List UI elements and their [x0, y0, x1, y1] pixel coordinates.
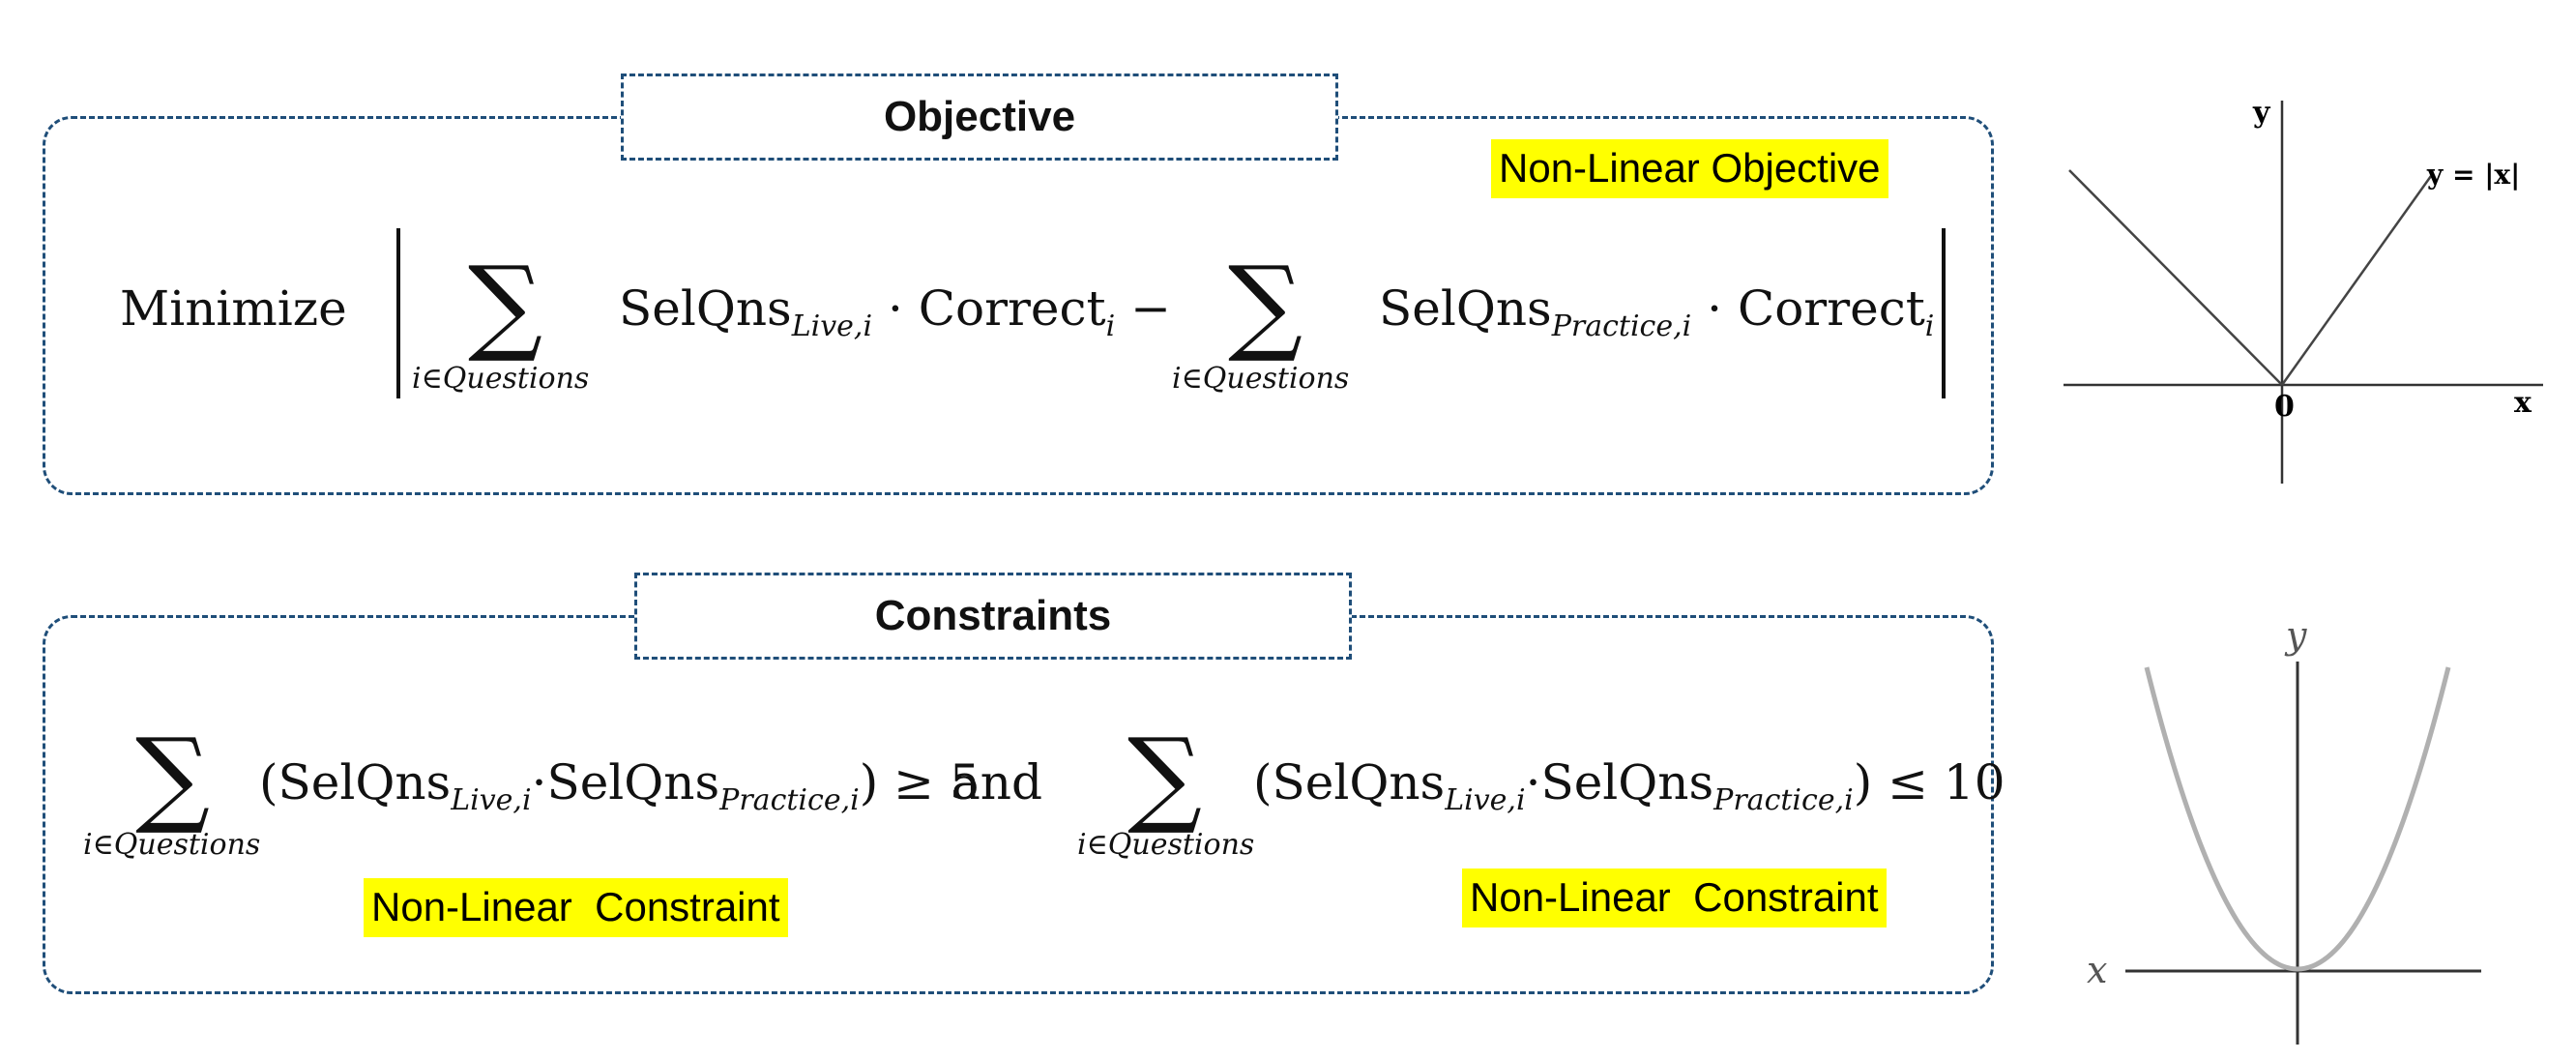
- term2-var: SelQns: [1379, 280, 1552, 337]
- right-open: (SelQns: [1253, 754, 1446, 810]
- term2: SelQnsPractice,i · Correcti: [1379, 280, 1934, 343]
- non-linear-objective-tag: Non-Linear Objective: [1491, 139, 1888, 198]
- sum-index-2: i∈Questions: [1172, 362, 1350, 396]
- and-word: and: [951, 754, 1043, 810]
- term2-factor: · Correct: [1707, 280, 1925, 337]
- term2-factor-sub: i: [1924, 309, 1935, 343]
- abs-bar-right: [1942, 228, 1946, 398]
- left-sub2: Practice,i: [719, 783, 860, 817]
- sum-symbol: ∑: [468, 245, 543, 366]
- term1: SelQnsLive,i · Correcti −: [619, 280, 1171, 343]
- constraint-left-expr: (SelQnsLive,i·SelQnsPractice,i) ≥ 5: [259, 754, 981, 817]
- sum-symbol-2: ∑: [1228, 245, 1303, 366]
- constraint-sum-index-right: i∈Questions: [1077, 828, 1255, 862]
- abs-bar-left: [396, 228, 400, 398]
- abs-curve-label: y = |x|: [2426, 159, 2520, 191]
- minus-sign: −: [1130, 280, 1172, 337]
- non-linear-constraint-tag-left: Non-Linear Constraint: [364, 878, 788, 937]
- abs-origin-label: 0: [2274, 390, 2295, 424]
- left-sub1: Live,i: [451, 783, 532, 817]
- constraint-sum-index-left: i∈Questions: [83, 828, 261, 862]
- minimize-label: Minimize: [120, 280, 347, 337]
- parabola-y-label: y: [2284, 614, 2307, 657]
- term1-var: SelQns: [619, 280, 792, 337]
- abs-y-label: y: [2252, 96, 2271, 130]
- abs-x-label: x: [2514, 386, 2532, 420]
- left-close: ) ≥ 5: [859, 754, 981, 810]
- term1-factor: · Correct: [887, 280, 1106, 337]
- parabola-curve: [2144, 666, 2451, 972]
- right-sub2: Practice,i: [1713, 783, 1854, 817]
- abs-value-graph: y x 0 y = |x|: [2064, 96, 2543, 484]
- non-linear-constraint-tag-right: Non-Linear Constraint: [1462, 869, 1887, 928]
- term2-sub: Practice,i: [1551, 309, 1692, 343]
- parabola-x-label: x: [2087, 949, 2107, 991]
- sum-index: i∈Questions: [412, 362, 590, 396]
- abs-left-branch: [2068, 169, 2283, 386]
- right-sub1: Live,i: [1445, 783, 1526, 817]
- left-mid: ·SelQns: [531, 754, 720, 810]
- constraint-sum-symbol-right: ∑: [1127, 717, 1203, 838]
- constraint-right-expr: (SelQnsLive,i·SelQnsPractice,i) ≤ 10: [1253, 754, 2005, 817]
- abs-right-branch: [2280, 175, 2433, 386]
- constraints-title: Constraints: [634, 573, 1352, 660]
- term1-sub: Live,i: [791, 309, 873, 343]
- objective-title: Objective: [621, 74, 1338, 161]
- right-close: ) ≤ 10: [1853, 754, 2005, 810]
- left-open: (SelQns: [259, 754, 452, 810]
- parabola-graph: y x: [2087, 614, 2481, 1045]
- right-mid: ·SelQns: [1525, 754, 1714, 810]
- constraint-sum-symbol-left: ∑: [135, 717, 211, 838]
- term1-factor-sub: i: [1105, 309, 1116, 343]
